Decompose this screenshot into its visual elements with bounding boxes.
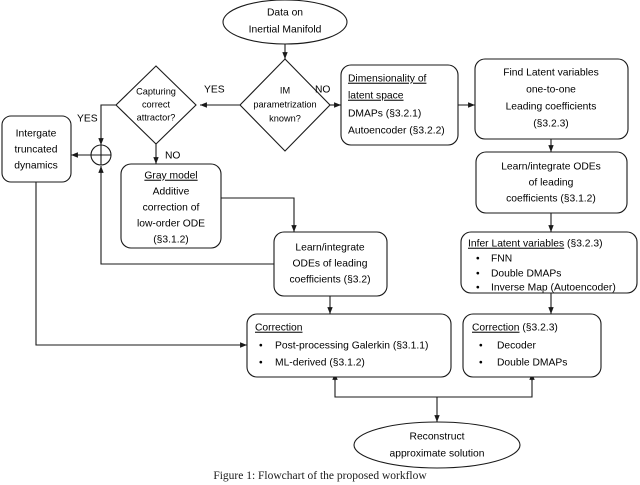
node-integrate-truncated-dynamics: Intergate truncated dynamics — [1, 115, 72, 183]
find-latent-line4: (§3.2.3) — [533, 119, 569, 130]
dimensionality-item2: Autoencoder (§3.2.2) — [348, 126, 445, 137]
edge-label-attractor-no: NO — [165, 151, 180, 162]
learn-odes-312-line2: of leading — [529, 178, 574, 189]
infer-latent-bullet-glyph-2: • — [476, 269, 480, 280]
attractor-decision-line2: correct — [142, 99, 171, 109]
integrate-line1: Intergate — [16, 129, 57, 140]
learn-odes-32-line1: Learn/integrate — [295, 243, 365, 254]
find-latent-line3: Leading coefficients — [506, 102, 597, 113]
infer-latent-bullet-glyph-3: • — [476, 283, 480, 294]
correction-left-bullet-glyph-1: • — [259, 341, 263, 352]
learn-odes-32-line3: coefficients (§3.2) — [289, 275, 370, 286]
figure-caption: Figure 1: Flowchart of the proposed work… — [213, 470, 427, 482]
edge-attractor-yes-to-sum — [98, 104, 116, 145]
im-decision-line1: IM — [280, 85, 290, 95]
node-infer-latent-variables: Infer Latent variables (§3.2.3) • FNN • … — [460, 231, 638, 294]
correction-left-bullet2: ML-derived (§3.1.2) — [275, 358, 365, 369]
node-find-latent-variables: Find Latent variables one-to-one Leading… — [474, 58, 629, 140]
correction-right-heading-group: Correction (§3.2.3) — [472, 323, 558, 334]
infer-latent-bullet3: Inverse Map (Autoencoder) — [491, 283, 616, 294]
gray-model-line2: correction of — [143, 203, 200, 214]
integrate-line3: dynamics — [14, 161, 58, 172]
reconstruct-line2: approximate solution — [389, 449, 484, 460]
infer-latent-bullet-glyph-1: • — [476, 254, 480, 265]
node-gray-model: Gray model Additive correction of low-or… — [120, 163, 222, 249]
reconstruct-line1: Reconstruct — [410, 432, 465, 443]
gray-model-heading: Gray model — [144, 171, 197, 182]
gray-model-line3: low-order ODE — [137, 219, 205, 230]
infer-latent-bullet1: FNN — [491, 254, 512, 265]
dimensionality-heading-line2: latent space — [348, 91, 404, 102]
edge-correction-left-to-merge — [334, 377, 437, 398]
learn-odes-312-line1: Learn/integrate ODEs — [501, 162, 601, 173]
node-learn-odes-leading-312: Learn/integrate ODEs of leading coeffici… — [475, 151, 628, 214]
edge-label-im-yes: YES — [204, 85, 225, 96]
node-learn-odes-leading-32: Learn/integrate ODEs of leading coeffici… — [273, 231, 388, 297]
learn-odes-32-line2: ODEs of leading — [293, 259, 368, 270]
edge-correction-right-to-merge — [437, 377, 533, 398]
sum-junction-node — [90, 144, 112, 166]
learn-odes-312-line3: coefficients (§3.1.2) — [506, 194, 596, 205]
infer-latent-heading-group: Infer Latent variables (§3.2.3) — [468, 239, 603, 250]
data-source-line1: Data on — [267, 8, 303, 19]
correction-right-heading: Correction — [472, 323, 520, 334]
edge-gray-model-to-learn-odes-32 — [221, 197, 297, 232]
integrate-line2: truncated — [15, 145, 58, 156]
dimensionality-heading-line1: Dimensionality of — [348, 74, 427, 85]
node-data-source: Data on Inertial Manifold — [222, 0, 348, 45]
correction-right-heading-suffix: (§3.2.3) — [520, 323, 558, 334]
edge-label-attractor-yes: YES — [77, 114, 98, 125]
correction-right-bullet-glyph-2: • — [479, 358, 483, 369]
node-attractor-decision: Capturing correct attractor? — [115, 65, 197, 145]
edge-integrate-to-correction-left — [35, 182, 247, 348]
correction-right-bullet1: Decoder — [497, 341, 536, 352]
correction-left-bullet1: Post-processing Galerkin (§3.1.1) — [275, 341, 428, 352]
find-latent-line2: one-to-one — [526, 85, 576, 96]
gray-model-line4: (§3.1.2) — [153, 235, 189, 246]
correction-right-bullet-glyph-1: • — [479, 341, 483, 352]
find-latent-line1: Find Latent variables — [503, 68, 599, 79]
dimensionality-item1: DMAPs (§3.2.1) — [348, 109, 421, 120]
node-reconstruct-solution: Reconstruct approximate solution — [353, 421, 521, 469]
correction-left-heading: Correction — [255, 323, 303, 334]
edge-label-im-no: NO — [315, 85, 330, 96]
gray-model-line1: Additive — [153, 187, 190, 198]
node-correction-right: Correction (§3.2.3) • Decoder • Double D… — [462, 313, 602, 378]
edge-learn-odes-32-feedback-to-sum — [98, 166, 274, 265]
im-decision-line2: parametrization — [253, 99, 316, 109]
infer-latent-heading-suffix: (§3.2.3) — [564, 239, 602, 250]
attractor-decision-line1: Capturing — [136, 86, 176, 96]
node-dimensionality-latent-space: Dimensionality of latent space DMAPs (§3… — [340, 64, 459, 146]
infer-latent-heading: Infer Latent variables — [468, 239, 564, 250]
im-decision-line3: known? — [269, 113, 301, 123]
correction-right-bullet2: Double DMAPs — [497, 358, 567, 369]
correction-left-bullet-glyph-2: • — [259, 358, 263, 369]
node-correction-left: Correction • Post-processing Galerkin (§… — [246, 313, 452, 378]
infer-latent-bullet2: Double DMAPs — [491, 269, 561, 280]
node-im-parametrization-decision: IM parametrization known? — [239, 58, 331, 152]
data-source-line2: Inertial Manifold — [249, 25, 322, 36]
attractor-decision-line3: attractor? — [137, 112, 176, 122]
